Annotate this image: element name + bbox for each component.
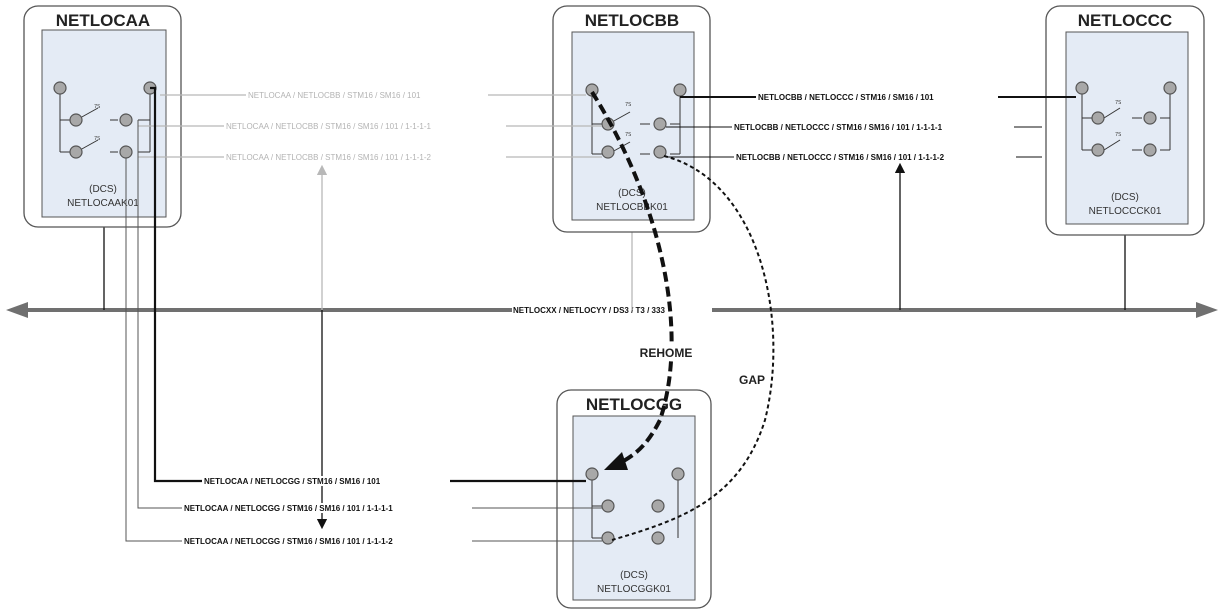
bus-left-arrowhead: [6, 302, 28, 318]
svg-text:7S: 7S: [1115, 100, 1121, 106]
dcs-label: (DCS): [89, 184, 117, 195]
node-netlocaa[interactable]: NETLOCAA (DCS) NETLOCAAK01 7S 7S: [23, 5, 182, 228]
node-title: NETLOCGG: [586, 395, 682, 414]
element-label: NETLOCGGK01: [597, 584, 671, 595]
svg-text:7S: 7S: [94, 136, 100, 142]
link-bb-cc-main[interactable]: NETLOCBB / NETLOCCC / STM16 / SM16 / 101: [680, 92, 1076, 102]
node-netlocccc[interactable]: NETLOCCC (DCS) NETLOCCCK01 7S 7S: [1045, 5, 1205, 236]
element-label: NETLOCBBK01: [596, 202, 668, 213]
dcs-label: (DCS): [1111, 192, 1139, 203]
gap-label: GAP: [739, 373, 765, 387]
dcs-label: (DCS): [620, 570, 648, 581]
link-aa-bb-2[interactable]: NETLOCAA / NETLOCBB / STM16 / SM16 / 101…: [138, 152, 602, 162]
node-title: NETLOCAA: [56, 11, 150, 30]
link-aa-gg-1[interactable]: NETLOCAA / NETLOCGG / STM16 / SM16 / 101…: [137, 120, 602, 513]
link-label: NETLOCBB / NETLOCCC / STM16 / SM16 / 101…: [734, 123, 943, 132]
link-label: NETLOCAA / NETLOCBB / STM16 / SM16 / 101…: [226, 122, 432, 131]
node-title: NETLOCBB: [585, 11, 679, 30]
element-label: NETLOCAAK01: [67, 198, 139, 209]
element-label: NETLOCCCK01: [1089, 206, 1162, 217]
svg-text:7S: 7S: [94, 104, 100, 110]
link-aa-gg-2[interactable]: NETLOCAA / NETLOCGG / STM16 / SM16 / 101…: [125, 158, 602, 546]
link-bb-cc-2[interactable]: NETLOCBB / NETLOCCC / STM16 / SM16 / 101…: [666, 152, 1042, 162]
link-label: NETLOCBB / NETLOCCC / STM16 / SM16 / 101…: [736, 153, 945, 162]
link-label: NETLOCAA / NETLOCGG / STM16 / SM16 / 101: [204, 477, 381, 486]
svg-text:7S: 7S: [625, 132, 631, 138]
link-label: NETLOCAA / NETLOCBB / STM16 / SM16 / 101…: [226, 153, 432, 162]
rehome-arrow: REHOME: [590, 90, 698, 470]
link-aa-bb-1[interactable]: NETLOCAA / NETLOCBB / STM16 / SM16 / 101…: [138, 121, 602, 131]
link-aa-gg-main[interactable]: NETLOCAA / NETLOCGG / STM16 / SM16 / 101: [150, 86, 586, 486]
svg-text:7S: 7S: [625, 102, 631, 108]
bus-line: NETLOCXX / NETLOCYY / DS3 / T3 / 333: [6, 302, 1218, 318]
link-bb-cc-1[interactable]: NETLOCBB / NETLOCCC / STM16 / SM16 / 101…: [666, 122, 1042, 132]
link-label: NETLOCAA / NETLOCBB / STM16 / SM16 / 101: [248, 91, 421, 100]
dcs-label: (DCS): [618, 188, 646, 199]
gap-curve: GAP: [611, 155, 775, 541]
node-netlocbb[interactable]: NETLOCBB (DCS) NETLOCBBK01 7S 7S: [552, 5, 711, 233]
link-label: NETLOCAA / NETLOCGG / STM16 / SM16 / 101…: [184, 537, 393, 546]
rehome-label: REHOME: [640, 346, 693, 360]
svg-text:7S: 7S: [1115, 132, 1121, 138]
node-title: NETLOCCC: [1078, 11, 1172, 30]
link-label: NETLOCAA / NETLOCGG / STM16 / SM16 / 101…: [184, 504, 393, 513]
link-aa-bb-main[interactable]: NETLOCAA / NETLOCBB / STM16 / SM16 / 101: [160, 90, 586, 100]
bus-right-arrowhead: [1196, 302, 1218, 318]
link-label: NETLOCBB / NETLOCCC / STM16 / SM16 / 101: [758, 93, 934, 102]
node-netlocgg[interactable]: NETLOCGG (DCS) NETLOCGGK01: [556, 389, 712, 609]
bus-label: NETLOCXX / NETLOCYY / DS3 / T3 / 333: [513, 306, 665, 315]
